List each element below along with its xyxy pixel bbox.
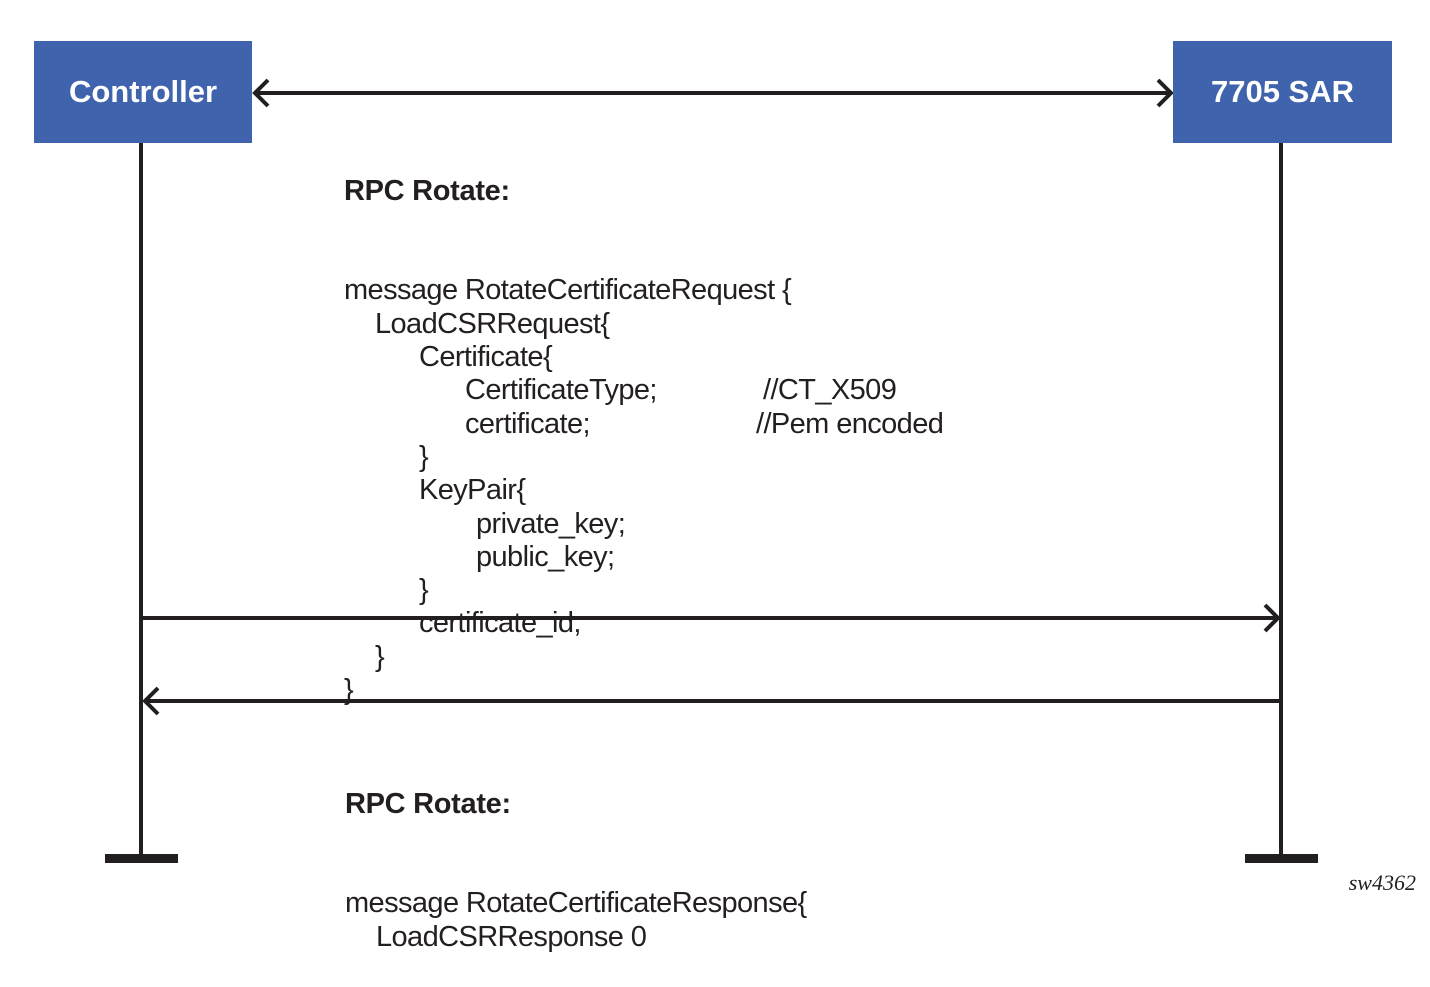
- sar-label: 7705 SAR: [1210, 74, 1355, 109]
- code-comment: //CT_X509: [763, 374, 897, 407]
- code-text: message RotateCertificateRequest {: [344, 274, 792, 307]
- request-code-lines: message RotateCertificateRequest {LoadCS…: [344, 274, 944, 707]
- code-text: certificate_id;: [419, 607, 581, 640]
- code-text: private_key;: [476, 507, 626, 540]
- code-comment: //Pem encoded: [756, 407, 944, 440]
- code-text: KeyPair{: [419, 474, 526, 507]
- response-title: RPC Rotate:: [345, 787, 511, 820]
- code-line: }: [344, 674, 791, 707]
- code-line: }: [344, 574, 791, 607]
- code-text: }: [375, 640, 385, 673]
- request-title: RPC Rotate:: [344, 174, 510, 207]
- code-line: }: [344, 641, 791, 674]
- code-line: Certificate{: [344, 341, 791, 374]
- code-line: public_key;: [344, 541, 791, 574]
- code-line: CertificateType; //CT_X509: [344, 374, 897, 407]
- code-line: message RotateCertificateResponse{: [345, 887, 807, 920]
- controller-label: Controller: [68, 74, 218, 109]
- code-text: Certificate{: [419, 341, 553, 374]
- code-line: certificate; //Pem encoded: [344, 407, 944, 441]
- response-arrow-head: [142, 686, 160, 716]
- session-arrow-left-head: [252, 78, 270, 108]
- code-line: message RotateCertificateRequest {: [344, 274, 792, 307]
- sar-actor-box: 7705 SAR: [1173, 41, 1392, 143]
- response-code-lines: message RotateCertificateResponse{LoadCS…: [345, 887, 807, 954]
- code-line: LoadCSRResponse 0: [345, 921, 807, 954]
- code-line: LoadCSRRequest{: [344, 308, 791, 341]
- request-arrow-head: [1263, 603, 1281, 633]
- controller-lifeline-end: [105, 854, 178, 863]
- sar-lifeline-end: [1245, 854, 1318, 863]
- code-line: KeyPair{: [344, 474, 791, 507]
- code-text: }: [344, 674, 354, 707]
- session-arrow-right-head: [1156, 78, 1174, 108]
- sequence-lines: [105, 78, 1318, 863]
- code-line: certificate_id;: [344, 607, 791, 640]
- code-text: certificate;: [465, 407, 591, 440]
- code-text: }: [419, 574, 429, 607]
- request-message-block: RPC Rotate: message RotateCertificateReq…: [344, 108, 944, 741]
- code-line: }: [344, 441, 791, 474]
- code-text: message RotateCertificateResponse{: [345, 887, 807, 920]
- code-line: private_key;: [344, 508, 791, 541]
- controller-actor-box: Controller: [34, 41, 252, 143]
- code-text: CertificateType;: [465, 374, 657, 407]
- code-text: LoadCSRRequest{: [375, 307, 610, 340]
- code-text: public_key;: [476, 540, 615, 573]
- response-message-block: RPC Rotate: message RotateCertificateRes…: [345, 721, 807, 987]
- figure-id: sw4362: [1348, 870, 1416, 895]
- code-text: LoadCSRResponse 0: [376, 920, 647, 953]
- code-text: }: [419, 440, 429, 473]
